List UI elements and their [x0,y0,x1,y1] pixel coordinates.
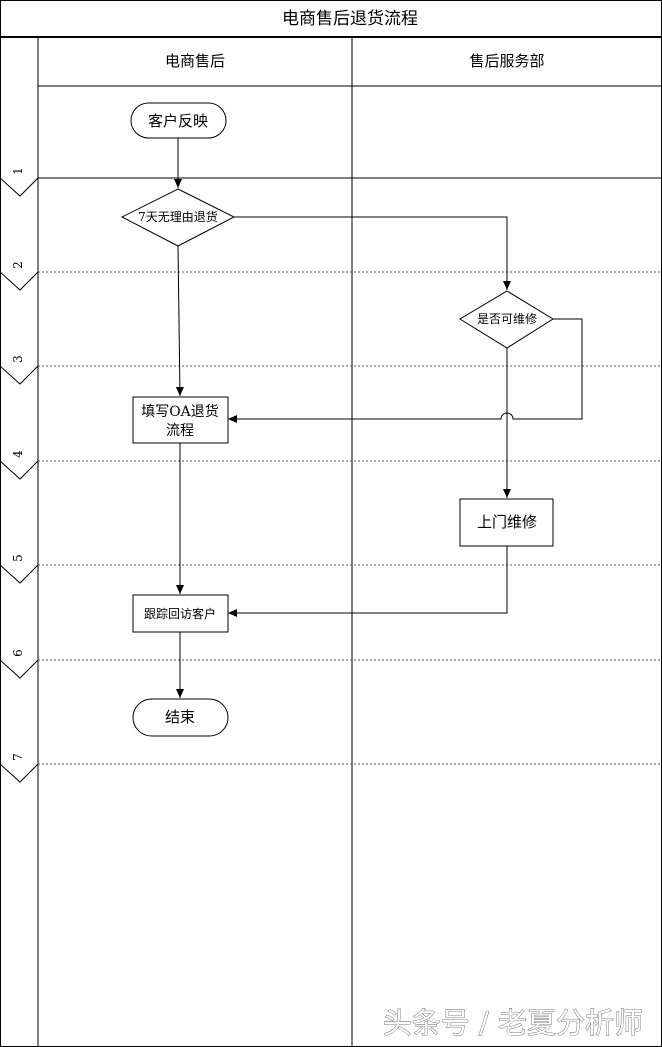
phase-label-1: 1 [11,167,25,175]
watermark: 头条号 / 老夏分析师 [383,1006,643,1040]
edge-repair-to-followup [228,546,508,617]
phase-label-6: 6 [11,649,25,657]
diagram-title: 电商售后退货流程 [282,9,418,29]
node-customer-feedback-label: 客户反映 [148,112,208,130]
node-end [132,698,229,737]
node-onsite-repair-label: 上门维修 [477,513,537,531]
node-seven-day-return-label: 7天无理由退货 [138,209,218,224]
edge-return-to-repairable [234,216,511,290]
node-fill-oa-label-line1: 填写OA退货 [141,403,219,420]
node-end-label: 结束 [165,708,195,726]
lane-header-ecommerce: 电商售后 [165,52,225,70]
edge-repairable-to-oa [228,318,583,423]
phase-label-7: 7 [11,753,25,761]
phase-chevron-2 [0,271,39,291]
phase-chevron-3 [0,365,39,385]
phase-label-5: 5 [11,554,25,562]
node-customer-feedback [130,102,227,139]
phase-chevron-5 [0,564,39,584]
phase-label-4: 4 [11,450,25,458]
lane-header-service: 售后服务部 [469,52,544,70]
edge-return-to-oa [175,245,184,397]
node-seven-day-return [120,188,236,247]
phase-chevron-7 [0,763,39,783]
node-follow-up [132,594,229,633]
phase-chevron-6 [0,659,39,679]
phase-chevron-4 [0,460,39,480]
node-repairable-label: 是否可维修 [477,311,537,326]
phase-label-2: 2 [11,261,25,269]
node-fill-oa-label-line2: 流程 [166,423,194,439]
phase-label-3: 3 [11,355,25,363]
node-repairable [459,290,554,349]
node-follow-up-label: 跟踪回访客户 [144,606,216,621]
phase-chevron-1 [0,177,39,197]
node-onsite-repair [459,498,554,547]
node-fill-oa [132,396,229,444]
